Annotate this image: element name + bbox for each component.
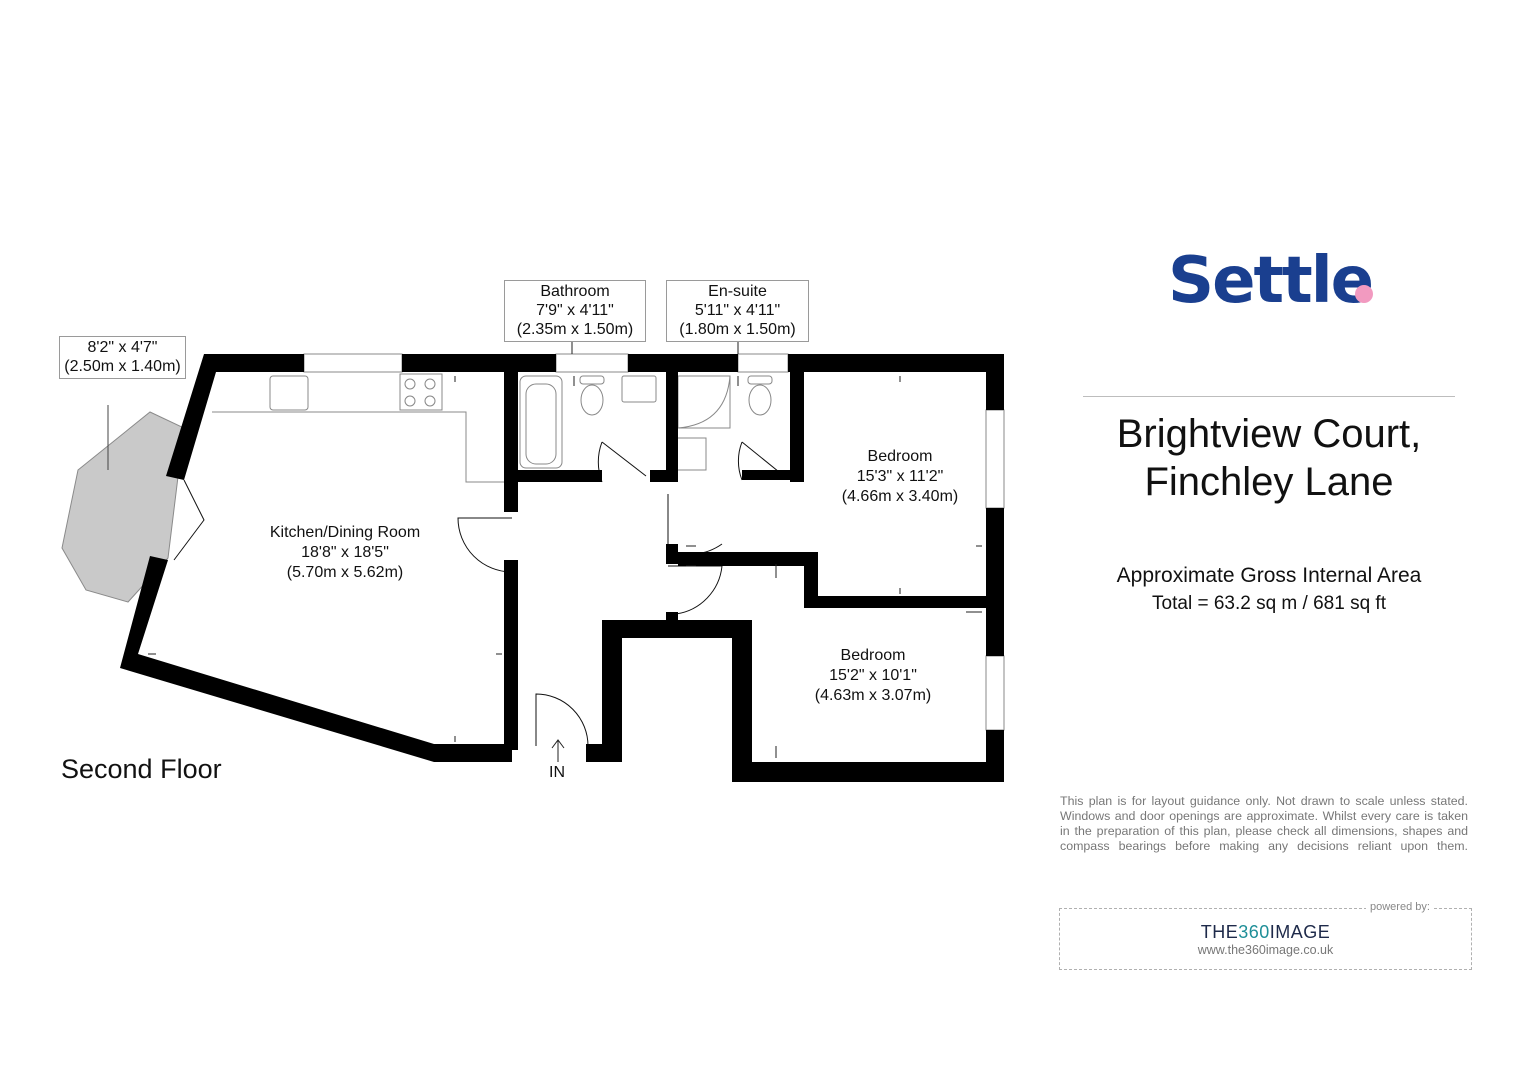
- bedroom-2-label: Bedroom 15'2" x 10'1" (4.63m x 3.07m): [783, 646, 963, 706]
- disclaimer-line: This plan is for layout guidance only. N…: [1060, 794, 1468, 808]
- ensuite-dimension-box: En-suite 5'11" x 4'11" (1.80m x 1.50m): [666, 280, 809, 342]
- brand-pre: THE: [1200, 922, 1239, 942]
- bathroom-metric: (2.35m x 1.50m): [516, 321, 634, 338]
- property-title-line-1: Brightview Court,: [1116, 412, 1422, 456]
- brand-num: 360: [1238, 922, 1270, 942]
- bathroom-fittings: [519, 375, 773, 471]
- property-title: Brightview Court, Finchley Lane: [1083, 410, 1455, 506]
- entrance-label: IN: [549, 764, 565, 781]
- floor-label: Second Floor: [61, 754, 222, 784]
- windows: [303, 353, 1005, 731]
- disclaimer-line: Windows and door openings are approximat…: [1060, 809, 1468, 823]
- walls: [120, 354, 1004, 782]
- bedroom-2-metric: (4.63m x 3.07m): [814, 687, 932, 704]
- bedroom-1-name: Bedroom: [867, 448, 933, 465]
- bedroom-1-imperial: 15'3" x 11'2": [856, 468, 944, 485]
- ensuite-name: En-suite: [708, 283, 767, 300]
- bathroom-dimension-box: Bathroom 7'9" x 4'11" (2.35m x 1.50m): [504, 280, 646, 342]
- bedroom-1-label: Bedroom 15'3" x 11'2" (4.66m x 3.40m): [810, 447, 990, 507]
- disclaimer-line: in the preparation of this plan, please …: [1060, 824, 1468, 838]
- area-summary: Approximate Gross Internal Area Total = …: [1083, 562, 1455, 618]
- balcony-area: [61, 411, 185, 603]
- svg-text:Settle: Settle: [1168, 244, 1372, 316]
- kitchen-label: Kitchen/Dining Room 18'8" x 18'5" (5.70m…: [245, 523, 445, 583]
- brand-url: www.the360image.co.uk: [1197, 943, 1334, 957]
- area-total: Total = 63.2 sq m / 681 sq ft: [1152, 593, 1386, 614]
- bathroom-name: Bathroom: [540, 283, 610, 300]
- bedroom-2-imperial: 15'2" x 10'1": [829, 667, 917, 684]
- ensuite-metric: (1.80m x 1.50m): [679, 321, 796, 338]
- header-divider: [1083, 396, 1455, 397]
- balcony-dimension-box: 8'2" x 4'7" (2.50m x 1.40m): [59, 336, 186, 379]
- settle-logo: Settle: [1168, 244, 1374, 316]
- bedroom-2-name: Bedroom: [840, 647, 906, 664]
- kitchen-imperial: 18'8" x 18'5": [301, 544, 389, 561]
- brand-post: IMAGE: [1269, 922, 1331, 942]
- bathroom-imperial: 7'9" x 4'11": [536, 302, 614, 319]
- area-heading: Approximate Gross Internal Area: [1116, 564, 1422, 587]
- powered-by-label: powered by:: [1366, 901, 1434, 913]
- bedroom-1-metric: (4.66m x 3.40m): [841, 488, 959, 505]
- the360image-brand: THE360IMAGE: [1059, 922, 1472, 943]
- ensuite-imperial: 5'11" x 4'11": [694, 302, 781, 319]
- dimension-markers: [148, 342, 982, 762]
- disclaimer: This plan is for layout guidance only. N…: [1060, 794, 1468, 854]
- property-title-line-2: Finchley Lane: [1144, 460, 1394, 504]
- balcony-imperial: 8'2" x 4'7": [87, 339, 158, 356]
- powered-by-box: [1059, 908, 1472, 970]
- kitchen-worktop: [212, 373, 512, 483]
- balcony-metric: (2.50m x 1.40m): [64, 358, 181, 375]
- kitchen-metric: (5.70m x 5.62m): [286, 564, 404, 581]
- disclaimer-line: compass bearings before making any decis…: [1060, 839, 1468, 853]
- kitchen-name: Kitchen/Dining Room: [269, 524, 421, 541]
